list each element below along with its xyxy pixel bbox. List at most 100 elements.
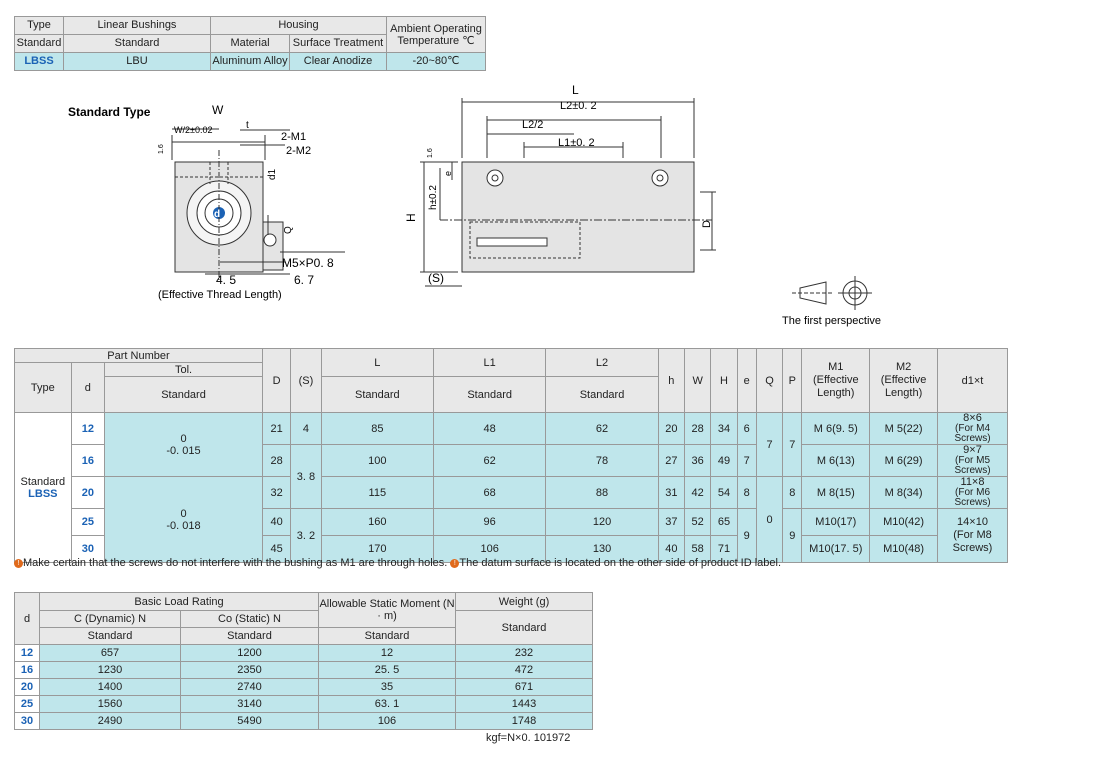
cell-Q: 7 [755, 412, 784, 477]
header-S: (S) [290, 348, 322, 413]
cell-d: 25 [70, 508, 106, 536]
cell-S: 3. 8 [290, 444, 322, 509]
cell-L: 170 [320, 535, 435, 563]
cell-M1: M10(17. 5) [801, 535, 871, 563]
dim-d1: d1 [267, 168, 278, 180]
cell-W: 52 [683, 508, 712, 536]
header-d: d [70, 362, 106, 413]
technical-drawing: Standard Type W W/2±0.02 t 2-M1 2-M2 d1 … [68, 83, 881, 327]
cell-L2: 62 [545, 412, 659, 445]
dim-S: (S) [428, 271, 444, 285]
load-header-m-std: Standard [318, 627, 456, 645]
dim-t: t [246, 120, 249, 131]
header-W: W [683, 348, 712, 413]
cell-L2: 88 [545, 476, 659, 509]
spec-header-material: Material [210, 34, 290, 53]
cell-W: 28 [683, 412, 712, 445]
spec-header-standard2: Standard [63, 34, 211, 53]
spec-table: Type Linear Bushings Housing Ambient Ope… [14, 16, 486, 71]
cell-M2: M 6(29) [869, 444, 938, 477]
cell-dt: 9×7(For M5 Screws) [937, 444, 1008, 477]
dim-H: H [404, 213, 418, 222]
cell-Q: 0 [755, 476, 784, 563]
cell-h: 20 [657, 412, 686, 445]
header-type: Type [14, 362, 72, 413]
roughness-mark-1: 1.6 [158, 144, 165, 154]
load-header-co: Co (Static) N [180, 610, 319, 628]
dim-m5: M5×P0. 8 [282, 256, 334, 270]
dim-L2-half: L2/2 [522, 119, 543, 131]
perspective-label: The first perspective [782, 315, 881, 327]
cell-h: 27 [657, 444, 686, 477]
cell-H: 71 [710, 535, 738, 563]
cell-D: 21 [261, 412, 292, 445]
spec-type-value: LBSS [14, 52, 64, 71]
cell-H: 65 [710, 508, 738, 536]
cell-L2: 78 [545, 444, 659, 477]
spec-header-standard: Standard [14, 34, 64, 53]
load-header-moment: Allowable Static Moment (N · m) [318, 592, 456, 628]
side-view [171, 128, 345, 280]
header-h: h [657, 348, 686, 413]
cell-dt: 8×6(For M4 Screws) [937, 412, 1008, 445]
header-L2: L2 [545, 348, 659, 377]
load-header-basic: Basic Load Rating [39, 592, 319, 611]
cell-S: 3. 2 [290, 508, 322, 563]
dim-m1: 2-M1 [281, 131, 306, 143]
note-icon: ! [450, 558, 460, 568]
cell-d: 20 [70, 476, 106, 509]
header-L-standard: Standard [320, 376, 435, 413]
cell-W: 58 [683, 535, 712, 563]
dim-4-5: 4. 5 [216, 273, 236, 287]
header-H: H [710, 348, 738, 413]
cell-D: 28 [261, 444, 292, 477]
cell-M1: M 8(15) [801, 476, 871, 509]
dim-w2: W/2±0.02 [174, 125, 212, 135]
header-P: P [782, 348, 803, 413]
cell-h: 40 [657, 535, 686, 563]
header-tol-standard: Standard [104, 376, 263, 413]
cell-P: 8 [782, 476, 803, 509]
spec-temp-value: -20~80℃ [386, 52, 486, 71]
load-rating-table: d Basic Load Rating Allowable Static Mom… [14, 592, 593, 730]
header-part-number: Part Number [14, 348, 263, 363]
tol-b: 0-0. 018 [104, 476, 263, 563]
table-row: 16 28 3. 8 100 62 78 27 36 49 7 M 6(13) … [15, 444, 1008, 509]
cell-W: 42 [683, 476, 712, 509]
cell-dt: 11×8(For M6 Screws) [937, 476, 1008, 509]
spec-header-type: Type [14, 16, 64, 35]
cell-L1: 96 [432, 508, 547, 536]
cell-d: 30 [70, 535, 106, 563]
load-header-weight-std: Standard [455, 610, 593, 645]
cell-S: 4 [290, 412, 322, 445]
table-row: 30 45 170 106 130 40 58 71 M10(17. 5) M1… [15, 535, 1008, 563]
dim-effective: (Effective Thread Length) [158, 289, 282, 301]
cell-h: 37 [657, 508, 686, 536]
dim-6-7: 6. 7 [294, 273, 314, 287]
cell-L1: 62 [432, 444, 547, 477]
dimension-table: Part Number D (S) L L1 L2 h W H e Q P M1… [14, 348, 1008, 563]
cell-D: 40 [261, 508, 292, 536]
cell-D: 45 [261, 535, 292, 563]
roughness-mark-2: 1.6 [427, 148, 434, 158]
table-row: 25 40 3. 2 160 96 120 37 52 65 9 9 M10(1… [15, 508, 1008, 563]
cell-M1: M 6(9. 5) [801, 412, 871, 445]
note-1: Make certain that the screws do not inte… [23, 557, 448, 569]
cell-h: 31 [657, 476, 686, 509]
cell-D: 32 [261, 476, 292, 509]
header-Q: Q [755, 348, 784, 413]
load-header-d: d [14, 592, 40, 645]
dim-D: D [701, 220, 713, 228]
conversion-note: kgf=N×0. 101972 [486, 732, 571, 744]
dim-d: d [214, 209, 220, 220]
cell-L: 85 [320, 412, 435, 445]
drawing-title: Standard Type [68, 105, 151, 119]
cell-H: 49 [710, 444, 738, 477]
